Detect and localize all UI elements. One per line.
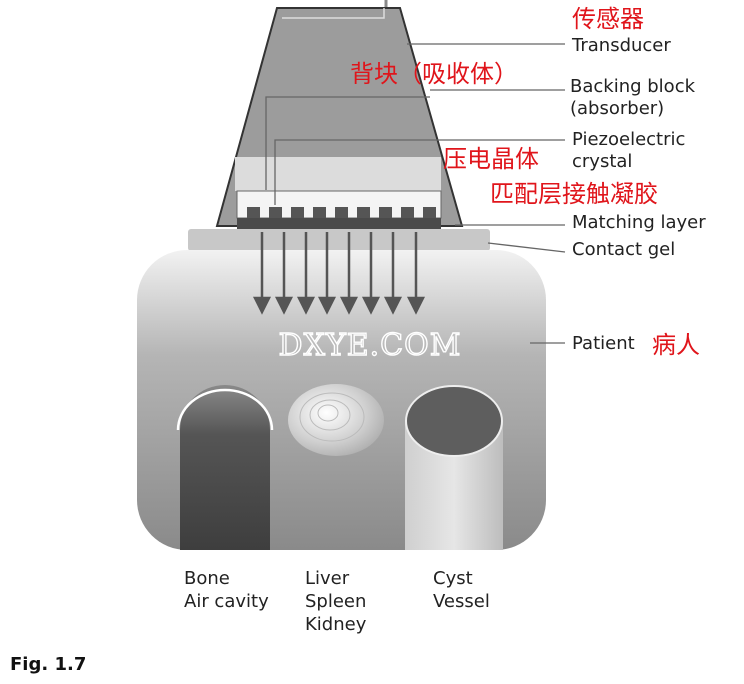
ultrasound-beams — [252, 232, 426, 315]
spleen-label: Spleen — [305, 591, 366, 612]
liver-label: Liver — [305, 568, 350, 589]
contact-gel-label: Contact gel — [572, 239, 675, 260]
backing-label-zh: 背块（吸收体） — [350, 60, 518, 88]
transducer-label: Transducer — [571, 35, 671, 56]
patient-label: Patient — [572, 333, 635, 354]
bone-surface — [176, 388, 274, 431]
crystal-elements — [247, 207, 436, 218]
bone-air-cavity — [180, 385, 270, 550]
liver-rings — [299, 392, 365, 442]
matching-layer — [237, 218, 441, 230]
matching-gel-label-zh: 匹配层接触凝胶 — [490, 180, 658, 208]
backing-block — [235, 157, 441, 191]
piezo-label: Piezoelectric — [572, 129, 685, 150]
crystal-label: crystal — [572, 151, 632, 172]
backing-block-label: Backing block — [570, 76, 696, 97]
piezo-label-zh: 压电晶体 — [443, 145, 539, 173]
air-cavity-label: Air cavity — [184, 591, 269, 612]
contact-gel — [188, 229, 490, 251]
figure-caption: Fig. 1.7 — [10, 654, 86, 675]
liver-organ — [288, 384, 384, 456]
transducer-inner-line — [282, 8, 385, 19]
kidney-label: Kidney — [305, 614, 367, 635]
bone-label: Bone — [184, 568, 230, 589]
leader-lines — [265, 43, 566, 344]
patient-label-zh: 病人 — [652, 331, 700, 359]
cyst-label: Cyst — [433, 568, 473, 589]
cyst — [405, 385, 503, 457]
matching-layer-label: Matching layer — [572, 212, 706, 233]
vessel-label: Vessel — [433, 591, 490, 612]
absorber-label: (absorber) — [570, 98, 664, 119]
watermark: DXYE.COM — [279, 328, 462, 363]
transducer-label-zh: 传感器 — [572, 5, 644, 33]
